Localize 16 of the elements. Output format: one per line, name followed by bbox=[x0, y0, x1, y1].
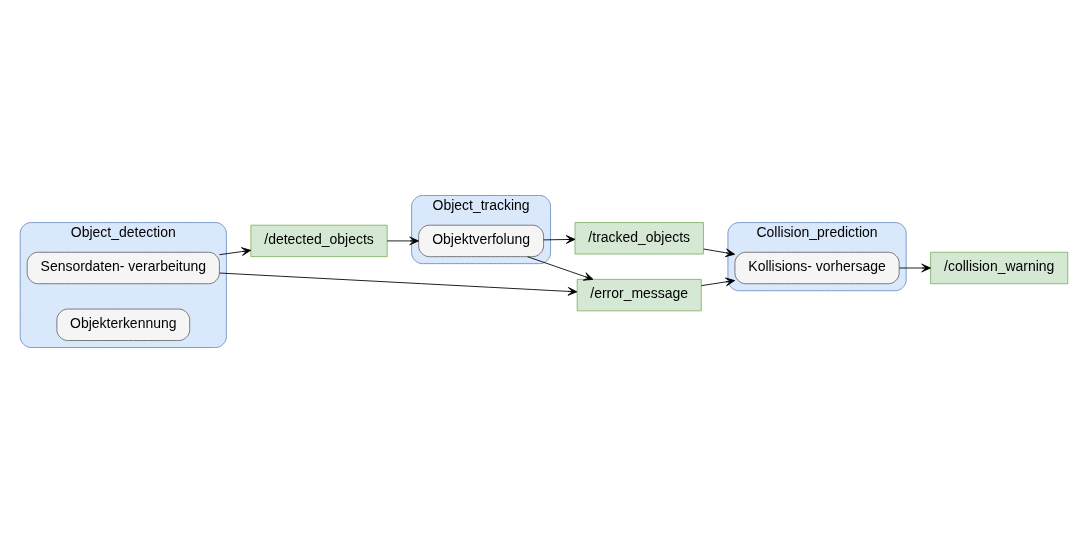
node-box: /tracked_objects bbox=[574, 222, 704, 255]
arrow bbox=[701, 277, 736, 287]
node-box: /error_message bbox=[576, 278, 702, 312]
arrow bbox=[386, 236, 419, 246]
arrow bbox=[219, 272, 578, 296]
node-box: /detected_objects bbox=[250, 224, 388, 258]
node-box: Kollisions- vorhersage bbox=[734, 251, 900, 285]
arrow bbox=[219, 247, 252, 256]
node-box: Sensordaten- verarbeitung bbox=[26, 251, 220, 285]
arrow bbox=[898, 263, 931, 273]
node-box: Objekterkennung bbox=[56, 308, 191, 341]
node-box: /collision_warning bbox=[930, 251, 1069, 285]
arrow bbox=[543, 235, 576, 244]
arrow bbox=[703, 248, 736, 258]
node-box: Objektverfolung bbox=[418, 224, 544, 258]
arrow bbox=[527, 256, 594, 281]
